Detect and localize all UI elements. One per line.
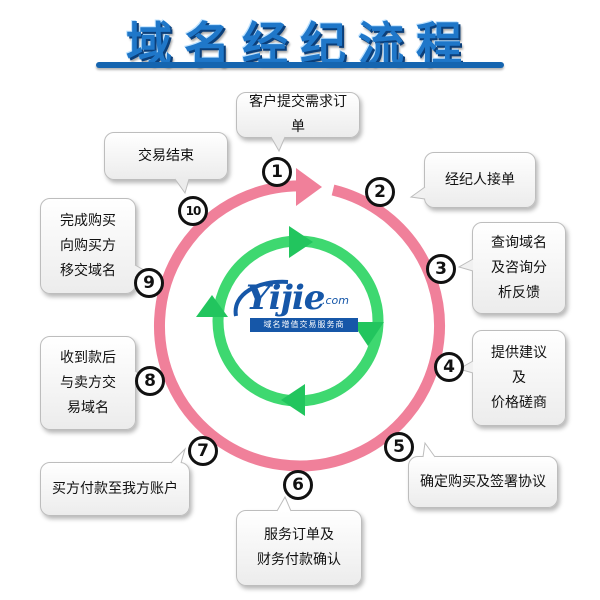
- step-6-label: 服务订单及 财务付款确认: [257, 527, 341, 568]
- inner-arrow-bottom: [281, 384, 305, 416]
- step-3-number: 3: [426, 254, 456, 284]
- logo-swoosh-icon: [233, 279, 289, 317]
- step-1-label: 客户提交需求订单: [249, 94, 347, 135]
- inner-arrow-top: [289, 226, 313, 258]
- step-4-label: 提供建议 及 价格磋商: [491, 344, 547, 411]
- outer-cycle-arrowhead: [296, 168, 322, 206]
- step-3-box: 查询域名 及咨询分 析反馈: [457, 222, 566, 314]
- step-8-number: 8: [135, 366, 165, 396]
- step-7-number: 7: [188, 436, 218, 466]
- step-8-label: 收到款后 与卖方交 易域名: [60, 349, 116, 416]
- logo-suffix: .com: [322, 294, 349, 307]
- step-1-box: 客户提交需求订单: [236, 92, 360, 153]
- step-5-number: 5: [384, 432, 414, 462]
- inner-arrow-right: [352, 322, 384, 346]
- step-10-number: 10: [178, 196, 208, 226]
- step-5-box: 确定购买及签署协议: [408, 441, 558, 508]
- step-2-number: 2: [365, 177, 395, 207]
- step-8-box: 收到款后 与卖方交 易域名: [40, 336, 151, 430]
- logo-tagline: 域名增值交易服务商: [250, 318, 358, 332]
- step-5-label: 确定购买及签署协议: [420, 473, 546, 490]
- step-2-box: 经纪人接单: [409, 152, 536, 208]
- step-7-box: 买方付款至我方账户: [40, 447, 190, 516]
- yijie-logo: Yijie .com 域名增值交易服务商: [228, 276, 370, 336]
- step-3-label: 查询域名 及咨询分 析反馈: [491, 234, 547, 301]
- title-underline: [96, 62, 504, 68]
- step-4-number: 4: [434, 352, 464, 382]
- step-10-box: 交易结束: [104, 132, 228, 195]
- step-2-label: 经纪人接单: [445, 171, 515, 188]
- step-6-number: 6: [283, 470, 313, 500]
- step-7-label: 买方付款至我方账户: [52, 480, 178, 497]
- step-10-label: 交易结束: [138, 147, 194, 164]
- inner-arrow-left: [196, 295, 228, 317]
- step-4-box: 提供建议 及 价格磋商: [457, 330, 566, 426]
- step-9-label: 完成购买 向购买方 移交域名: [60, 212, 116, 279]
- logo-brand: Yijie: [246, 278, 325, 318]
- step-1-number: 1: [262, 157, 292, 187]
- step-9-number: 9: [134, 268, 164, 298]
- step-6-box: 服务订单及 财务付款确认: [236, 495, 362, 586]
- step-9-box: 完成购买 向购买方 移交域名: [40, 198, 151, 294]
